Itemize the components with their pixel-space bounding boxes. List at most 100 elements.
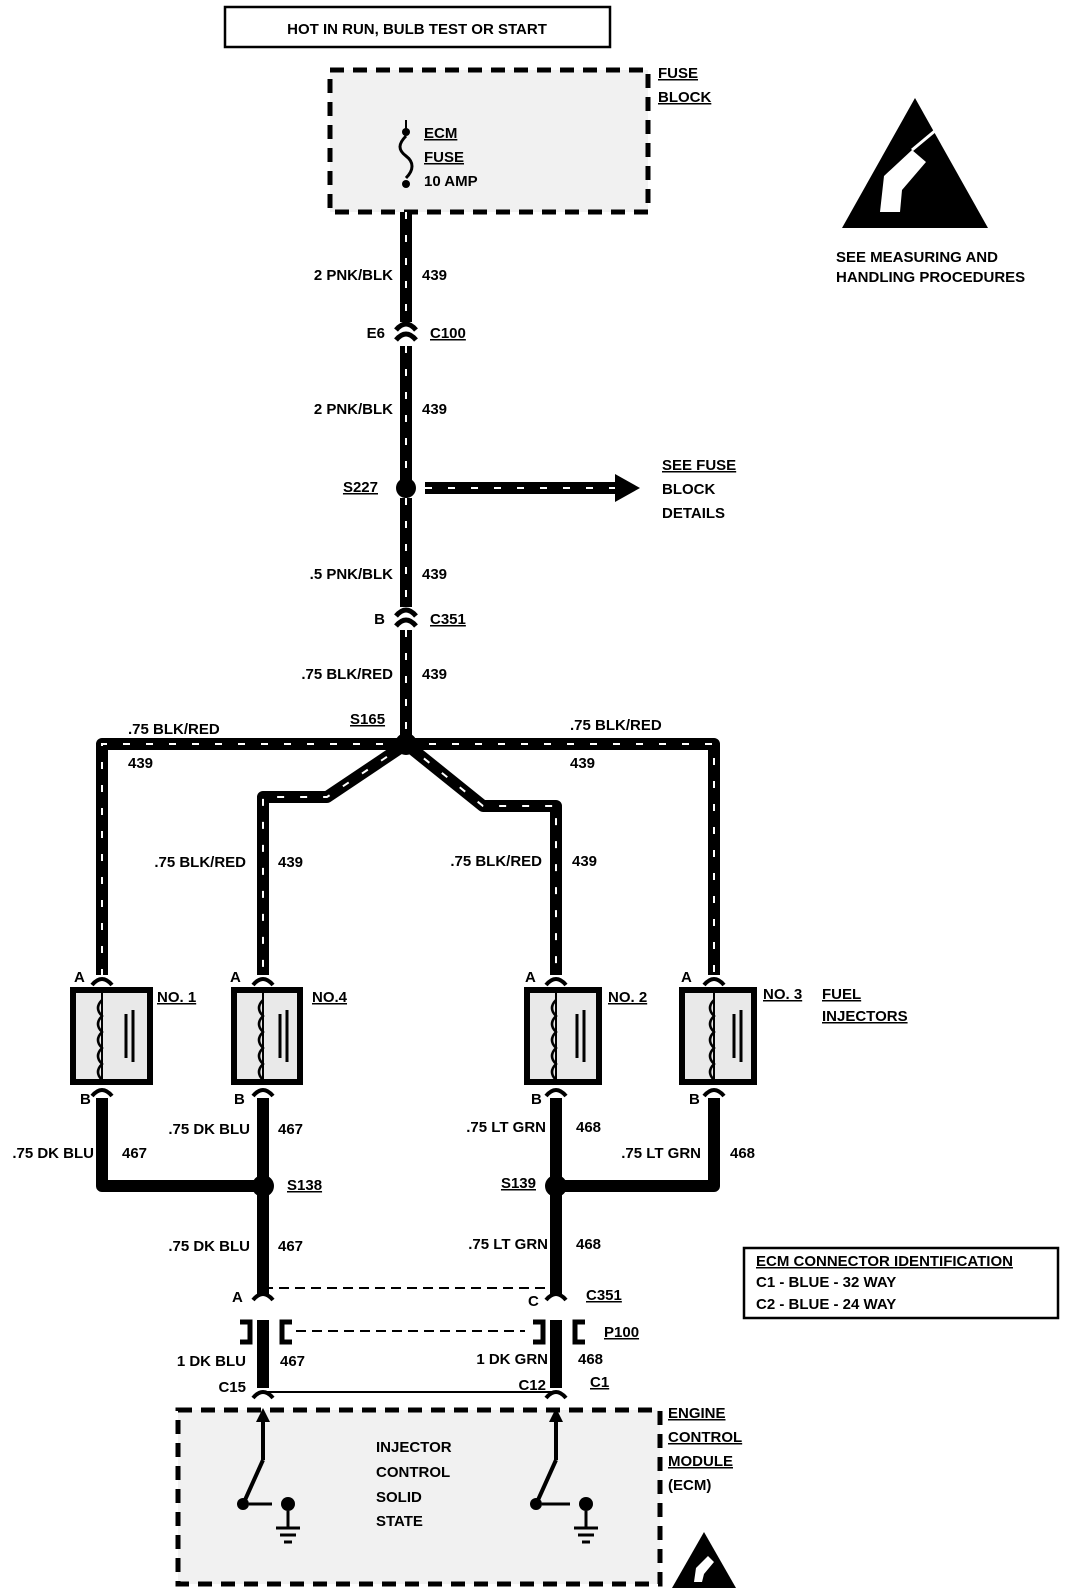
injector-pin-label: B (80, 1091, 91, 1108)
wire-gauge-label: .75 DK BLU (12, 1145, 94, 1162)
connector-name: P100 (604, 1324, 639, 1341)
wire-gauge-label: .75 DK BLU (168, 1238, 250, 1255)
injector-pin-label: B (234, 1091, 245, 1108)
injector-no3 (679, 987, 757, 1085)
ecm-title-line2: CONTROL (668, 1429, 742, 1446)
see-fuse-block-line2: BLOCK (662, 481, 715, 498)
injector-name: NO. 2 (608, 989, 647, 1006)
injector-pin-label: A (681, 969, 692, 986)
esd-warning-icon-small (672, 1532, 736, 1588)
circuit-number: 468 (576, 1236, 601, 1253)
connector-name: C351 (430, 611, 466, 628)
ecm-inner-line2: CONTROL (376, 1464, 450, 1481)
circuit-number: 467 (122, 1145, 147, 1162)
ecm-title-line4: (ECM) (668, 1477, 711, 1494)
wire-gauge-label: .75 BLK/RED (154, 854, 246, 871)
ecm-title-line3: MODULE (668, 1453, 733, 1470)
wire-gauge-label: .75 LT GRN (466, 1119, 546, 1136)
splice-label: S138 (287, 1177, 322, 1194)
branch-wires (96, 738, 720, 975)
fuel-injectors-label-2: INJECTORS (822, 1008, 908, 1025)
see-details-arrow (425, 474, 640, 502)
fuse-label-2: FUSE (424, 149, 464, 166)
circuit-number: 439 (128, 755, 153, 772)
circuit-number: 468 (730, 1145, 755, 1162)
splice-label: S139 (501, 1175, 536, 1192)
circuit-number: 468 (578, 1351, 603, 1368)
circuit-number: 439 (572, 853, 597, 870)
injector-pin-label: A (74, 969, 85, 986)
wire-gauge-label: .75 LT GRN (468, 1236, 548, 1253)
ecm-inner-line4: STATE (376, 1513, 423, 1530)
wire-gauge-label: 1 DK GRN (476, 1351, 548, 1368)
connector-name: C100 (430, 325, 466, 342)
power-source-label: HOT IN RUN, BULB TEST OR START (223, 5, 612, 49)
wire-gauge-label: .75 BLK/RED (301, 666, 393, 683)
svg-text:C1 - BLUE - 32 WAY: C1 - BLUE - 32 WAY (756, 1274, 896, 1291)
see-fuse-block-line3: DETAILS (662, 505, 725, 522)
injector-pin-label: B (689, 1091, 700, 1108)
injector-no1 (70, 987, 153, 1085)
splice-s139 (545, 1175, 567, 1197)
injector-name: NO.4 (312, 989, 348, 1006)
wire-gauge-label: 1 DK BLU (177, 1353, 246, 1370)
circuit-number: 439 (422, 401, 447, 418)
svg-text:C2 - BLUE - 24 WAY: C2 - BLUE - 24 WAY (756, 1296, 896, 1313)
connector-pin-label: C (528, 1293, 539, 1310)
connector-pin-label: B (374, 611, 385, 628)
circuit-number: 468 (576, 1119, 601, 1136)
injector-pin-label: B (531, 1091, 542, 1108)
wire-gauge-label: 2 PNK/BLK (314, 267, 393, 284)
ecm-inner-line1: INJECTOR (376, 1439, 452, 1456)
connector-name: C351 (586, 1287, 622, 1304)
ecm-title-line1: ENGINE (668, 1405, 726, 1422)
circuit-number: 439 (570, 755, 595, 772)
splice-s138 (252, 1175, 274, 1197)
connector-pin-label: A (232, 1289, 243, 1306)
circuit-number: 439 (422, 666, 447, 683)
circuit-number: 467 (278, 1238, 303, 1255)
ecm-pin-label: C12 (518, 1377, 546, 1394)
wire-gauge-label: .5 PNK/BLK (310, 566, 394, 583)
wire-gauge-label: .75 BLK/RED (450, 853, 542, 870)
svg-text:FUSE: FUSE (658, 65, 698, 82)
see-fuse-block-line1: SEE FUSE (662, 457, 736, 474)
wire-gauge-label: .75 BLK/RED (570, 717, 662, 734)
circuit-number: 439 (278, 854, 303, 871)
injector-name: NO. 3 (763, 986, 802, 1003)
circuit-number: 467 (278, 1121, 303, 1138)
ecm-driver-switch-right (530, 1408, 570, 1510)
esd-warning-icon (842, 98, 988, 228)
splice-s227 (396, 478, 416, 498)
injector-connectors-b (90, 1088, 726, 1098)
wire-gauge-label: .75 DK BLU (168, 1121, 250, 1138)
splice-s165 (395, 733, 417, 755)
ecm-fuse-icon (398, 120, 414, 188)
connector-name: C1 (590, 1374, 609, 1391)
ecm-inner-line3: SOLID (376, 1489, 422, 1506)
splice-label: S227 (343, 479, 378, 496)
svg-text:BLOCK: BLOCK (658, 89, 711, 106)
ground-icon (276, 1497, 300, 1544)
connector-c351-lower (251, 1287, 568, 1302)
wire-gauge-label: 2 PNK/BLK (314, 401, 393, 418)
circuit-number: 439 (422, 566, 447, 583)
splice-label: S165 (350, 711, 385, 728)
injector-no4 (231, 987, 303, 1085)
injector-name: NO. 1 (157, 989, 196, 1006)
injector-pin-label: A (525, 969, 536, 986)
ecm-module (175, 1407, 663, 1587)
circuit-number: 467 (280, 1353, 305, 1370)
wire-gauge-label: .75 LT GRN (621, 1145, 701, 1162)
ecm-connector-id-box: ECM CONNECTOR IDENTIFICATION C1 - BLUE -… (742, 1246, 1060, 1320)
svg-text:ECM CONNECTOR IDENTIFICATION: ECM CONNECTOR IDENTIFICATION (756, 1253, 1013, 1270)
ground-icon (574, 1497, 598, 1544)
wire-gauge-label: .75 BLK/RED (128, 721, 220, 738)
svg-text:HOT IN RUN, BULB TEST OR START: HOT IN RUN, BULB TEST OR START (287, 21, 547, 38)
fuse-label-1: ECM (424, 125, 457, 142)
connector-p100 (240, 1319, 585, 1345)
injector-pin-label: A (230, 969, 241, 986)
circuit-number: 439 (422, 267, 447, 284)
ecm-driver-switch-left (237, 1408, 272, 1510)
